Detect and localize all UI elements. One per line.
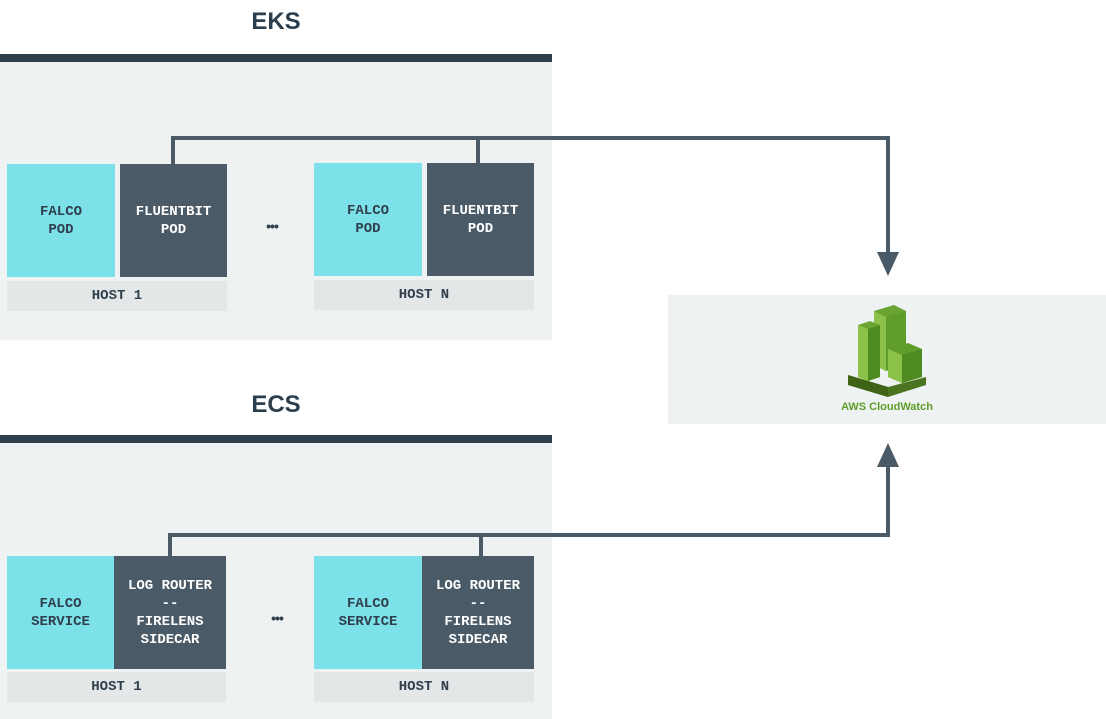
eks-title: EKS bbox=[251, 8, 301, 35]
eks-header-bar bbox=[0, 54, 552, 62]
eks-host1-falco-pod: FALCO POD bbox=[7, 164, 115, 277]
eks-hostn-label: HOST N bbox=[314, 280, 534, 310]
eks-connector-line bbox=[171, 136, 890, 258]
ecs-host1-label: HOST 1 bbox=[7, 672, 226, 702]
eks-arrowhead-down bbox=[877, 252, 899, 276]
ecs-hostn-log-router: LOG ROUTER -- FIRELENS SIDECAR bbox=[422, 556, 534, 669]
eks-hostn-fluentbit-pod: FLUENTBIT POD bbox=[427, 163, 534, 276]
eks-hostn-falco-pod: FALCO POD bbox=[314, 163, 422, 276]
ecs-arrowhead-up bbox=[877, 443, 899, 467]
eks-ellipsis: ••• bbox=[266, 218, 279, 234]
ecs-hostn-falco-service: FALCO SERVICE bbox=[314, 556, 422, 669]
cloudwatch-label: AWS CloudWatch bbox=[841, 401, 933, 413]
ecs-host1-falco-service: FALCO SERVICE bbox=[7, 556, 114, 669]
cloudwatch-icon bbox=[844, 303, 930, 399]
ecs-header-bar bbox=[0, 435, 552, 443]
ecs-connector-line bbox=[168, 462, 890, 556]
eks-host1-fluentbit-pod: FLUENTBIT POD bbox=[120, 164, 227, 277]
ecs-hostn-label: HOST N bbox=[314, 672, 534, 702]
ecs-ellipsis: ••• bbox=[271, 610, 284, 626]
ecs-title: ECS bbox=[251, 391, 301, 418]
cloudwatch-panel: AWS CloudWatch bbox=[668, 295, 1106, 424]
eks-host1-label: HOST 1 bbox=[7, 281, 227, 311]
ecs-host1-log-router: LOG ROUTER -- FIRELENS SIDECAR bbox=[114, 556, 226, 669]
